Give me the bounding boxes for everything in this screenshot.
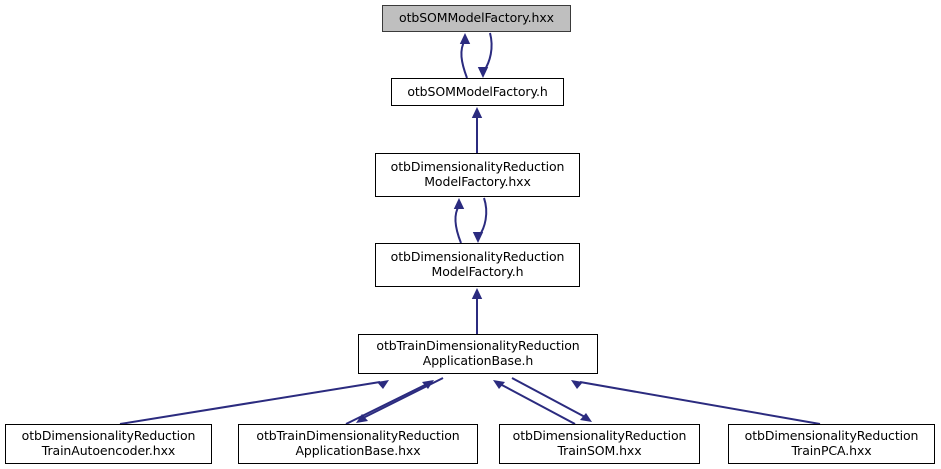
arrow-head-icon: [471, 288, 483, 299]
dependency-edge: [478, 197, 488, 237]
graph-node-label: otbSOMModelFactory.h: [407, 83, 548, 99]
graph-node-train_pca_hxx[interactable]: otbDimensionalityReduction TrainPCA.hxx: [728, 424, 935, 464]
dependency-edge: [579, 381, 821, 425]
dependency-edge: [511, 377, 586, 418]
dependency-edge: [454, 205, 462, 244]
graph-node-som_hxx[interactable]: otbSOMModelFactory.hxx: [382, 5, 571, 32]
graph-node-dimred_factory_hxx[interactable]: otbDimensionalityReduction ModelFactory.…: [375, 153, 580, 197]
dependency-edge: [345, 383, 428, 425]
arrow-head-icon: [580, 413, 592, 422]
dependency-edge: [119, 381, 381, 425]
dependency-edge: [483, 32, 493, 72]
graph-node-label: otbSOMModelFactory.hxx: [399, 10, 554, 26]
graph-node-label: otbDimensionalityReduction TrainPCA.hxx: [744, 428, 919, 458]
graph-node-label: otbTrainDimensionalityReduction Applicat…: [376, 338, 580, 368]
graph-node-label: otbDimensionalityReduction TrainAutoenco…: [21, 428, 196, 458]
graph-node-dimred_factory_h[interactable]: otbDimensionalityReduction ModelFactory.…: [375, 243, 580, 287]
arrow-head-icon: [453, 198, 465, 209]
graph-node-label: otbDimensionalityReduction TrainSOM.hxx: [512, 428, 687, 458]
graph-node-train_appbase_hxx[interactable]: otbTrainDimensionalityReduction Applicat…: [238, 424, 478, 464]
arrow-head-icon: [356, 414, 368, 423]
dependency-edge: [362, 377, 444, 419]
graph-node-label: otbDimensionalityReduction ModelFactory.…: [390, 249, 565, 279]
arrow-head-icon: [472, 232, 484, 243]
arrow-head-icon: [493, 380, 505, 389]
arrow-head-icon: [571, 380, 583, 389]
graph-node-label: otbTrainDimensionalityReduction Applicat…: [256, 428, 460, 458]
graph-node-som_h[interactable]: otbSOMModelFactory.h: [391, 78, 564, 106]
arrow-head-icon: [471, 107, 483, 118]
graph-node-train_autoencoder_hxx[interactable]: otbDimensionalityReduction TrainAutoenco…: [5, 424, 212, 464]
arrow-head-icon: [459, 33, 471, 44]
graph-node-train_som_hxx[interactable]: otbDimensionalityReduction TrainSOM.hxx: [499, 424, 700, 464]
graph-node-label: otbDimensionalityReduction ModelFactory.…: [390, 159, 565, 189]
arrow-head-icon: [477, 67, 489, 78]
arrow-head-icon: [377, 380, 389, 389]
dependency-edge: [499, 383, 576, 425]
graph-node-train_appbase_h[interactable]: otbTrainDimensionalityReduction Applicat…: [358, 334, 598, 374]
dependency-edge: [460, 39, 468, 79]
